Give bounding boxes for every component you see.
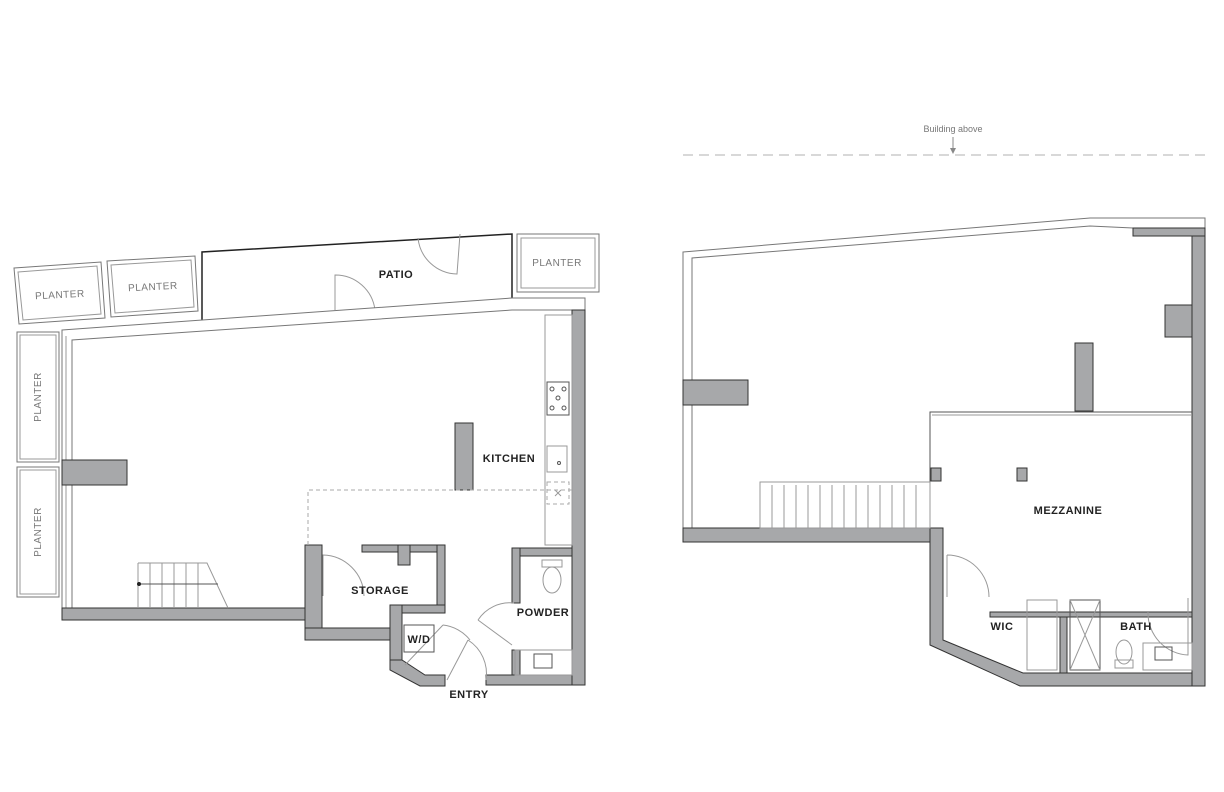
svg-text:PLANTER: PLANTER: [33, 507, 44, 557]
kitchen-ceiling-line: [307, 489, 572, 545]
svg-text:BATH: BATH: [1120, 621, 1152, 633]
washer-dryer: [403, 624, 435, 653]
svg-text:STORAGE: STORAGE: [351, 585, 409, 597]
column: [1164, 304, 1193, 338]
patio-door[interactable]: [334, 274, 376, 311]
svg-text:PLANTER: PLANTER: [35, 289, 85, 303]
entry-door[interactable]: [446, 639, 487, 681]
patio: PATIO: [201, 233, 513, 320]
column: [61, 459, 128, 486]
upper-floor-plan: Building above: [682, 124, 1206, 687]
dishwasher-icon: [546, 481, 570, 505]
bath-door[interactable]: [1147, 598, 1189, 656]
building-above-note: Building above: [923, 124, 982, 134]
sink-icon: [1154, 646, 1173, 661]
stairs-upper[interactable]: [759, 481, 931, 529]
walls-upper: [682, 227, 1206, 687]
storage-door[interactable]: [322, 554, 365, 597]
column: [1074, 342, 1094, 412]
svg-text:PLANTER: PLANTER: [532, 258, 582, 269]
toilet-icon: [1114, 639, 1134, 669]
walls-lower: [61, 309, 586, 687]
lower-floor-plan: PLANTER PLANTER PLANTER PLANTER PLANTER: [13, 233, 600, 701]
svg-text:W/D: W/D: [408, 634, 431, 646]
powder-door[interactable]: [477, 602, 515, 646]
svg-text:WIC: WIC: [991, 621, 1014, 633]
arrow-down-icon: [950, 148, 956, 154]
planter-5: PLANTER: [16, 466, 60, 598]
column: [682, 379, 749, 406]
kitchen-island: [454, 422, 474, 491]
sink-icon: [533, 653, 553, 669]
sink-icon: [546, 445, 568, 473]
stairs-lower[interactable]: [137, 562, 229, 609]
shower-icon: [1069, 599, 1101, 671]
svg-text:MEZZANINE: MEZZANINE: [1034, 505, 1103, 517]
cooktop-icon: [546, 381, 570, 416]
svg-text:PATIO: PATIO: [379, 269, 413, 281]
svg-text:PLANTER: PLANTER: [33, 372, 44, 422]
toilet-icon: [541, 559, 563, 594]
wd-door[interactable]: [404, 624, 471, 666]
svg-text:PLANTER: PLANTER: [128, 281, 178, 295]
svg-text:ENTRY: ENTRY: [449, 689, 489, 701]
svg-text:POWDER: POWDER: [517, 607, 570, 619]
planter-4: PLANTER: [16, 331, 60, 463]
wic-door[interactable]: [946, 554, 990, 598]
patio-gate[interactable]: [417, 233, 461, 275]
planter-2: PLANTER: [106, 255, 199, 318]
svg-text:KITCHEN: KITCHEN: [483, 453, 535, 465]
planter-3: PLANTER: [516, 233, 600, 293]
wic-shelf: [1026, 599, 1058, 671]
kitchen-counter: [544, 314, 573, 546]
planter-1: PLANTER: [13, 261, 106, 325]
